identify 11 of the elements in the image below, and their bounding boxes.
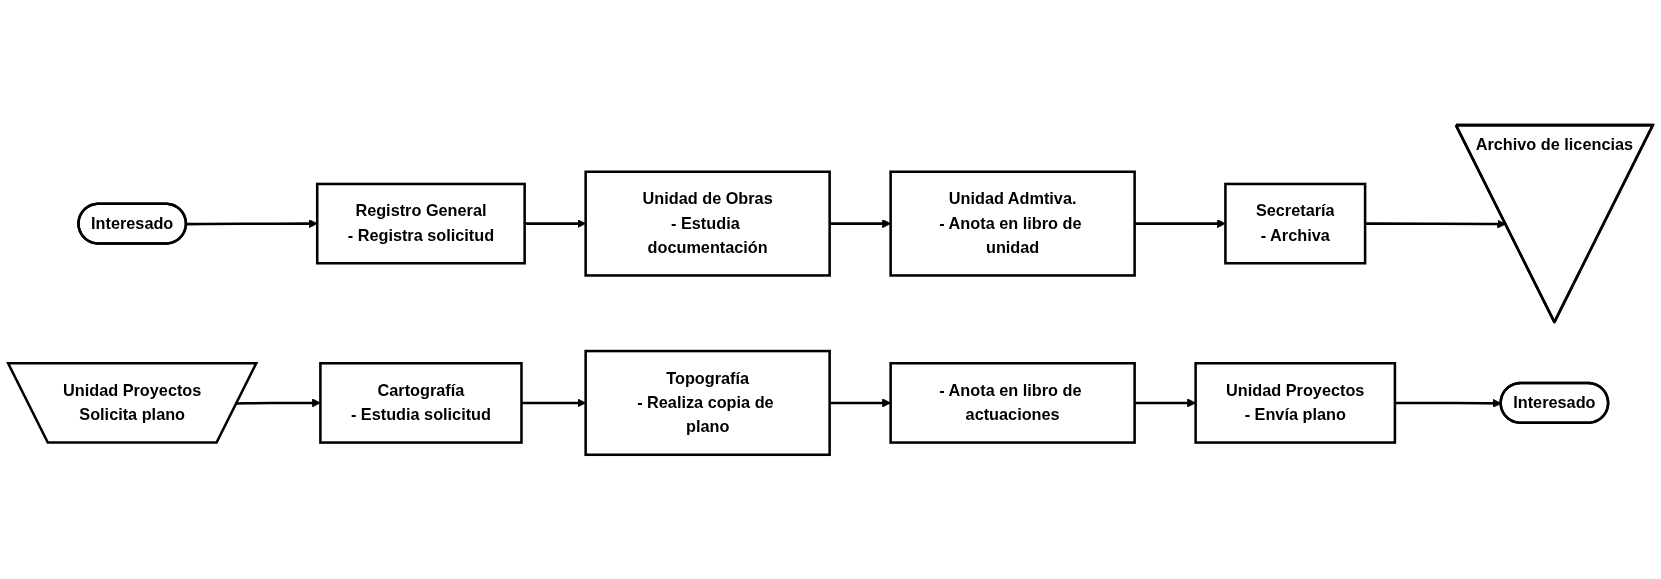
arrow [186, 218, 318, 228]
node-box: Unidad de Obras - Estudia documentación [584, 170, 831, 277]
node-box: Unidad Admtiva. - Anota en libro de unidad [889, 170, 1136, 277]
arrow [236, 398, 321, 407]
node-box: Unidad Proyectos - Envía plano [1194, 361, 1397, 444]
node-box: Registro General - Registra solicitud [315, 182, 526, 265]
node-box: Secretaría - Archiva [1224, 182, 1367, 265]
arrow [1134, 218, 1226, 228]
node-box: - Anota en libro de actuaciones [889, 361, 1136, 444]
node-box: Cartografía - Estudia solicitud [319, 361, 523, 444]
node-box: Topografía - Realiza copia de plano [584, 349, 831, 456]
